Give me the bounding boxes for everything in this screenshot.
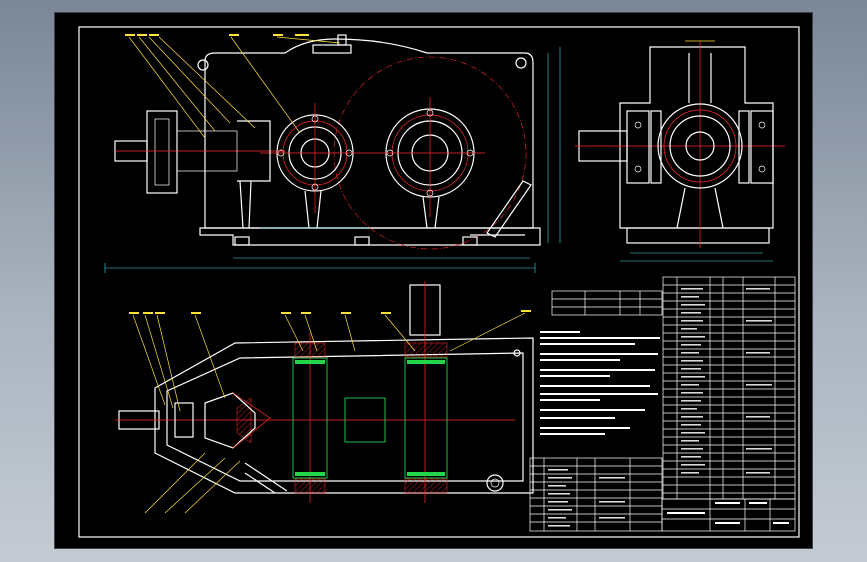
lower-parts-list: [529, 457, 663, 532]
front-view: [104, 34, 549, 273]
drawing-border: [78, 26, 800, 538]
parts-list-table: [662, 276, 796, 500]
technical-specs-table: [551, 290, 663, 316]
cad-drawing: [78, 26, 800, 538]
title-block: [661, 498, 796, 532]
technical-requirements-notes: [540, 331, 660, 435]
drawing-sheet: [55, 13, 812, 548]
side-view: [559, 40, 785, 262]
top-section-view: [115, 281, 534, 514]
